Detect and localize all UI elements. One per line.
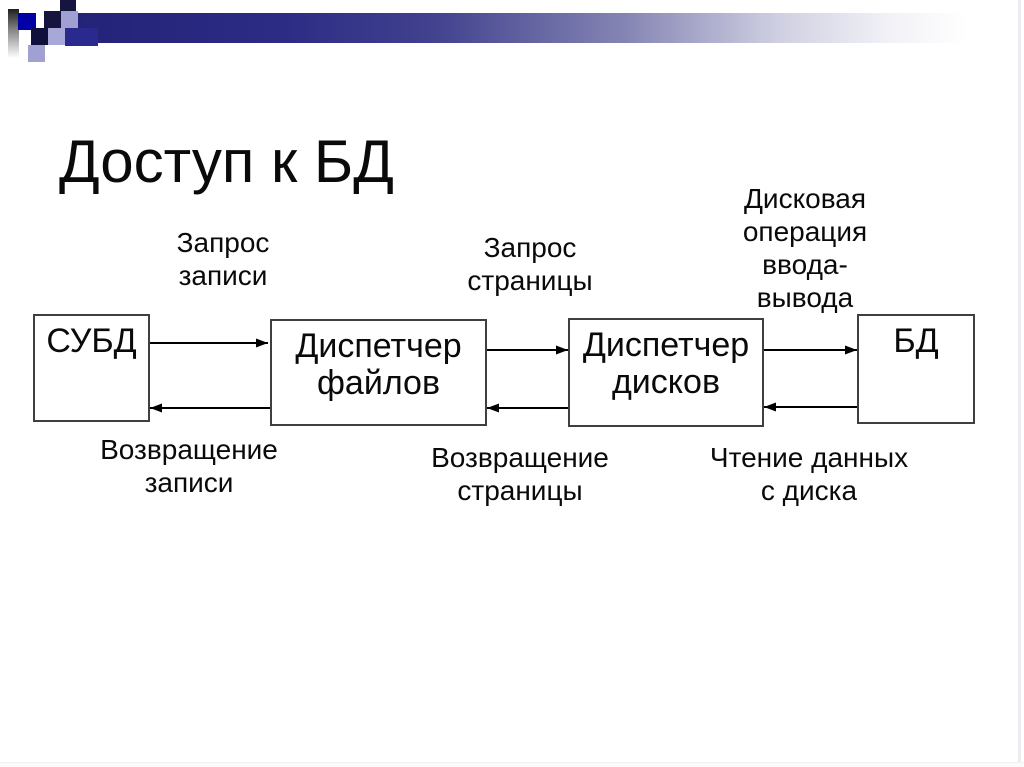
label-request-record: Запрос записи	[176, 227, 270, 291]
node-file-manager: Диспетчер файлов	[270, 319, 487, 426]
label-return-record: Возвращение записи	[100, 434, 278, 498]
label-read-from-disk: Чтение данных с диска	[709, 442, 909, 506]
label-disk-io-operation: Дисковая операция ввода- вывода	[742, 183, 868, 313]
node-subd: СУБД	[33, 314, 150, 422]
node-disk-manager: Диспетчер дисков	[568, 318, 764, 427]
header-gradient-bar	[76, 13, 1024, 43]
pixel-square	[28, 45, 45, 62]
pixel-square	[65, 28, 98, 46]
left-gradient-bar	[8, 9, 19, 58]
pixel-square	[61, 11, 78, 28]
pixel-square	[48, 28, 65, 45]
slide-right-edge	[1018, 0, 1021, 767]
pixel-square	[18, 13, 36, 30]
node-db: БД	[857, 314, 975, 424]
slide-title: Доступ к БД	[59, 128, 394, 196]
pixel-square	[31, 28, 48, 45]
slide-bottom-strip	[0, 762, 1024, 767]
pixel-square	[44, 11, 61, 28]
label-return-page: Возвращение страницы	[431, 442, 609, 506]
label-request-page: Запрос страницы	[467, 232, 593, 296]
pixel-square	[60, 0, 76, 14]
